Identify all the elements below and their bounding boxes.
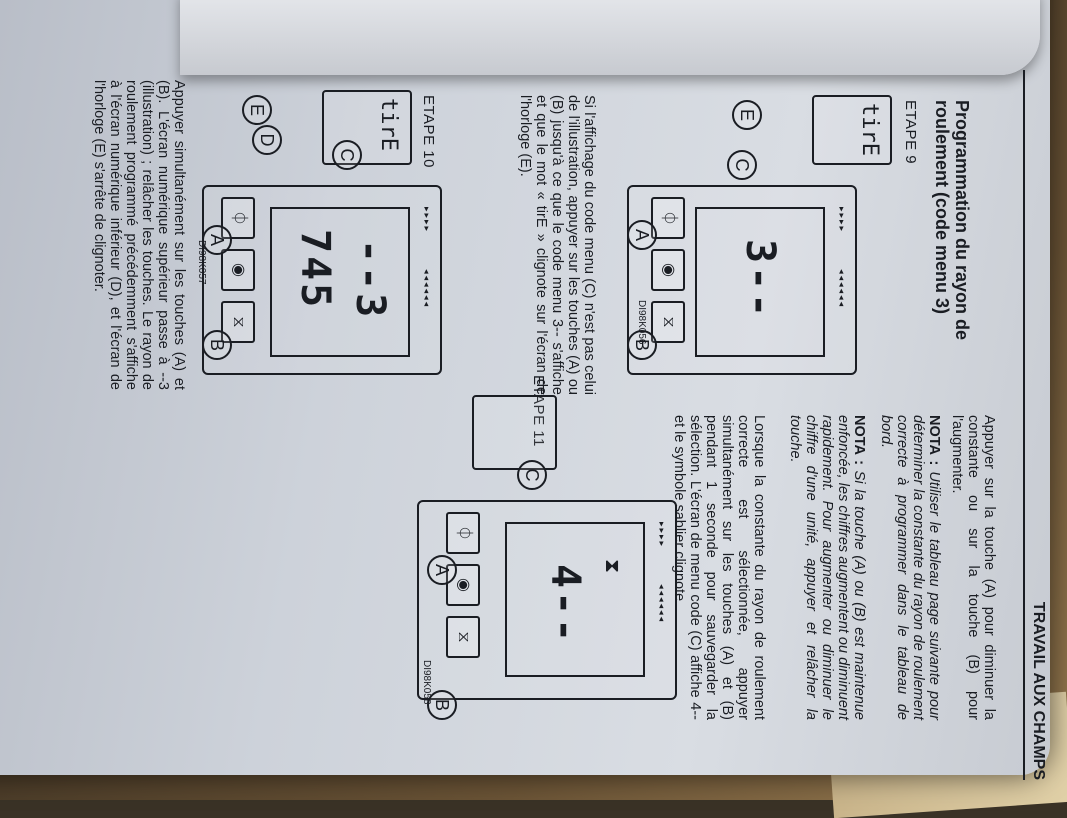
book-page <box>0 0 1050 775</box>
fig3-button-b[interactable]: ⧖ <box>446 616 480 658</box>
fig1-indicator-dots: ▸▸▸▸ ◂◂◂◂◂◂ <box>837 207 847 309</box>
turned-page-edge <box>180 0 1040 75</box>
fig1-clock-text: tirE <box>857 103 882 156</box>
fig2-dashboard: ▸▸▸▸ ◂◂◂◂◂◂ --3 745 ⏀ ◉ ⧖ <box>202 185 442 375</box>
manual-page-content: TRAVAIL AUX CHAMPS Programmation du rayo… <box>91 70 1047 780</box>
fig2-indicator-dots: ▸▸▸▸ ◂◂◂◂◂◂ <box>422 207 432 309</box>
fig3-callout-c: C <box>517 460 547 490</box>
fig2-lcd-screen: --3 745 <box>270 207 410 357</box>
fig1-dashboard: ▸▸▸▸ ◂◂◂◂◂◂ 3-- ⏀ ◉ ⧖ <box>627 185 857 375</box>
fig1-lcd-screen: 3-- <box>695 207 825 357</box>
step-9-paragraph: Si l'affichage du code menu (C) n'est pa… <box>517 95 597 395</box>
fig1-button-a[interactable]: ◉ <box>651 249 685 291</box>
step-9-instruction: Appuyer sur la touche (A) pour diminuer … <box>949 415 997 720</box>
fig3-clock-display <box>472 395 557 470</box>
title-line-1: Programmation du rayon de <box>952 100 972 341</box>
fig3-hourglass-icon: ⧗ <box>601 559 623 574</box>
fig2-clock-text: tirE <box>376 98 401 151</box>
fig2-callout-b: B <box>202 330 232 360</box>
fig2-callout-e: E <box>242 95 272 125</box>
fig3-menu-code: 4-- <box>542 564 588 646</box>
nota-1: NOTA : Utiliser le tableau page suivante… <box>878 415 942 720</box>
nota-2: NOTA : Si la touche (A) ou (B) est maint… <box>787 415 867 720</box>
fig2-rolling-radius: 745 <box>292 229 338 311</box>
nota-2-label: NOTA : <box>851 415 867 465</box>
fig3-lcd-screen: ⧗ 4-- <box>505 522 645 677</box>
fig2-callout-c: C <box>332 140 362 170</box>
title-line-2: roulement (code menu 3) <box>932 100 952 315</box>
fig2-code: DI98K057 <box>196 240 207 285</box>
fig3-indicator-dots: ▸▸▸▸ ◂◂◂◂◂◂ <box>657 522 667 624</box>
fig1-code: DI98K056 <box>636 300 647 345</box>
page-title: Programmation du rayon de roulement (cod… <box>932 100 972 390</box>
fig1-callout-e: E <box>732 100 762 130</box>
fig1-button-b[interactable]: ⧖ <box>651 301 685 343</box>
step-10-label: ETAPE 10 <box>420 95 437 168</box>
fig1-callout-a: A <box>627 220 657 250</box>
fig3-callout-a: A <box>427 555 457 585</box>
fig1-clock-display: tirE <box>812 95 892 165</box>
nota-1-label: NOTA : <box>926 415 942 466</box>
fig2-callout-d: D <box>252 125 282 155</box>
section-header: TRAVAIL AUX CHAMPS <box>1023 70 1047 780</box>
fig2-button-a[interactable]: ◉ <box>221 249 255 291</box>
fig1-menu-code: 3-- <box>737 239 783 321</box>
fig3-code: DI98K058 <box>421 660 432 705</box>
step-9-label: ETAPE 9 <box>902 100 919 165</box>
fig1-callout-c: C <box>727 150 757 180</box>
fig3-tachometer-button[interactable]: ⏀ <box>446 512 480 554</box>
fig2-menu-code: --3 <box>347 239 393 321</box>
step-10-instruction: Lorsque la constante du rayon de rouleme… <box>671 415 767 720</box>
fig3-dashboard: ▸▸▸▸ ◂◂◂◂◂◂ ⧗ 4-- ⏀ ◉ ⧖ <box>417 500 677 700</box>
step-10-paragraph: Appuyer simultanément sur les touches (A… <box>91 80 187 390</box>
